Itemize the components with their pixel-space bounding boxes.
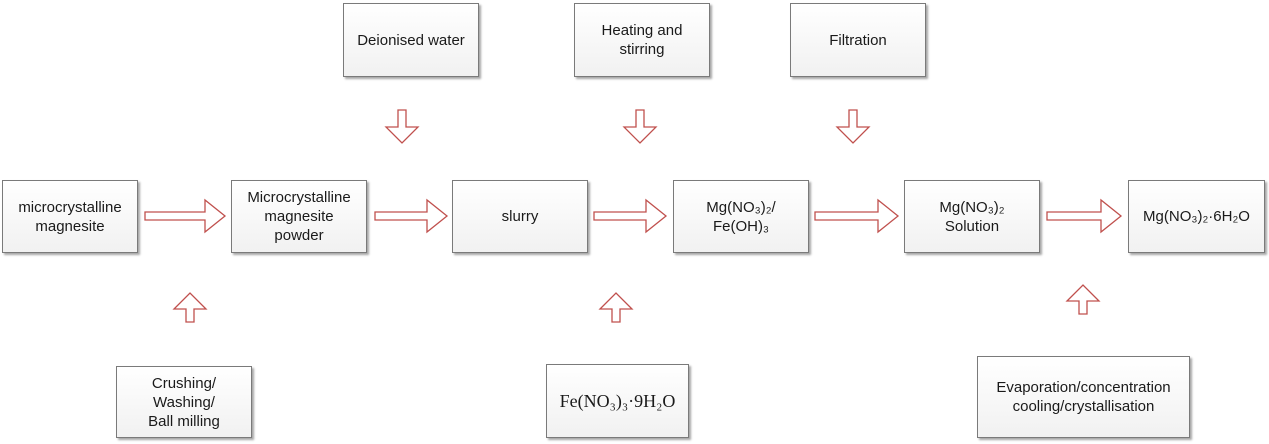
arrow-raw-to-powder (144, 198, 227, 234)
step-label-line: Fe(OH)₃ (712, 217, 770, 235)
arrow-mixture-to-solution (814, 198, 900, 234)
input-box-deionised-water: Deionised water (343, 3, 479, 77)
step-box-raw-magnesite: microcrystalline magnesite (2, 180, 138, 253)
step-label-line: powder (274, 227, 324, 244)
input-label-line: cooling/crystallisation (1012, 398, 1155, 415)
input-label-line: Evaporation/concentration (996, 379, 1171, 396)
arrow-filtration-down (835, 109, 871, 144)
input-label-line: Filtration (829, 31, 887, 49)
arrow-ferric-up (598, 292, 634, 323)
step-label-line: Mg(NO₃)₂ (939, 198, 1005, 216)
input-box-crushing-washing-milling: Crushing/ Washing/ Ball milling (116, 366, 252, 438)
step-label-line: microcrystalline (18, 198, 122, 216)
arrow-powder-to-slurry (374, 198, 449, 234)
input-label-line: Fe(NO₃)₃·9H₂O (559, 390, 676, 411)
step-label-line: slurry (501, 208, 539, 225)
arrow-water-down (384, 109, 420, 144)
input-label-line: stirring (619, 41, 665, 58)
step-label-line: Mg(NO₃)₂·6H₂O (1143, 208, 1250, 225)
arrow-crushing-up (172, 292, 208, 323)
arrow-slurry-to-mixture (593, 198, 668, 234)
step-label-line: magnesite (264, 208, 334, 225)
step-box-mixture: Mg(NO₃)₂/ Fe(OH)₃ (673, 180, 809, 253)
input-box-filtration: Filtration (790, 3, 926, 77)
input-label-line: Deionised water (357, 31, 465, 49)
step-box-magnesite-powder: Microcrystalline magnesite powder (231, 180, 367, 253)
arrow-evaporation-up (1065, 284, 1101, 315)
input-label-line: Crushing/ (151, 374, 217, 392)
input-box-evaporation-crystallisation: Evaporation/concentration cooling/crysta… (977, 356, 1190, 438)
step-label-line: magnesite (35, 217, 105, 235)
input-label-line: Washing/ (153, 393, 215, 411)
arrow-heating-down (622, 109, 658, 144)
input-box-heating-stirring: Heating and stirring (574, 3, 710, 77)
step-box-product: Mg(NO₃)₂·6H₂O (1128, 180, 1265, 253)
input-label-line: Ball milling (148, 412, 220, 430)
step-box-slurry: slurry (452, 180, 588, 253)
input-label-line: Heating and (601, 22, 683, 39)
step-box-solution: Mg(NO₃)₂ Solution (904, 180, 1040, 253)
step-label-line: Mg(NO₃)₂/ (706, 198, 776, 216)
input-box-ferric-nitrate: Fe(NO₃)₃·9H₂O (546, 364, 689, 438)
step-label-line: Microcrystalline (247, 189, 351, 206)
step-label-line: Solution (944, 217, 1000, 235)
arrow-solution-to-product (1046, 198, 1123, 234)
